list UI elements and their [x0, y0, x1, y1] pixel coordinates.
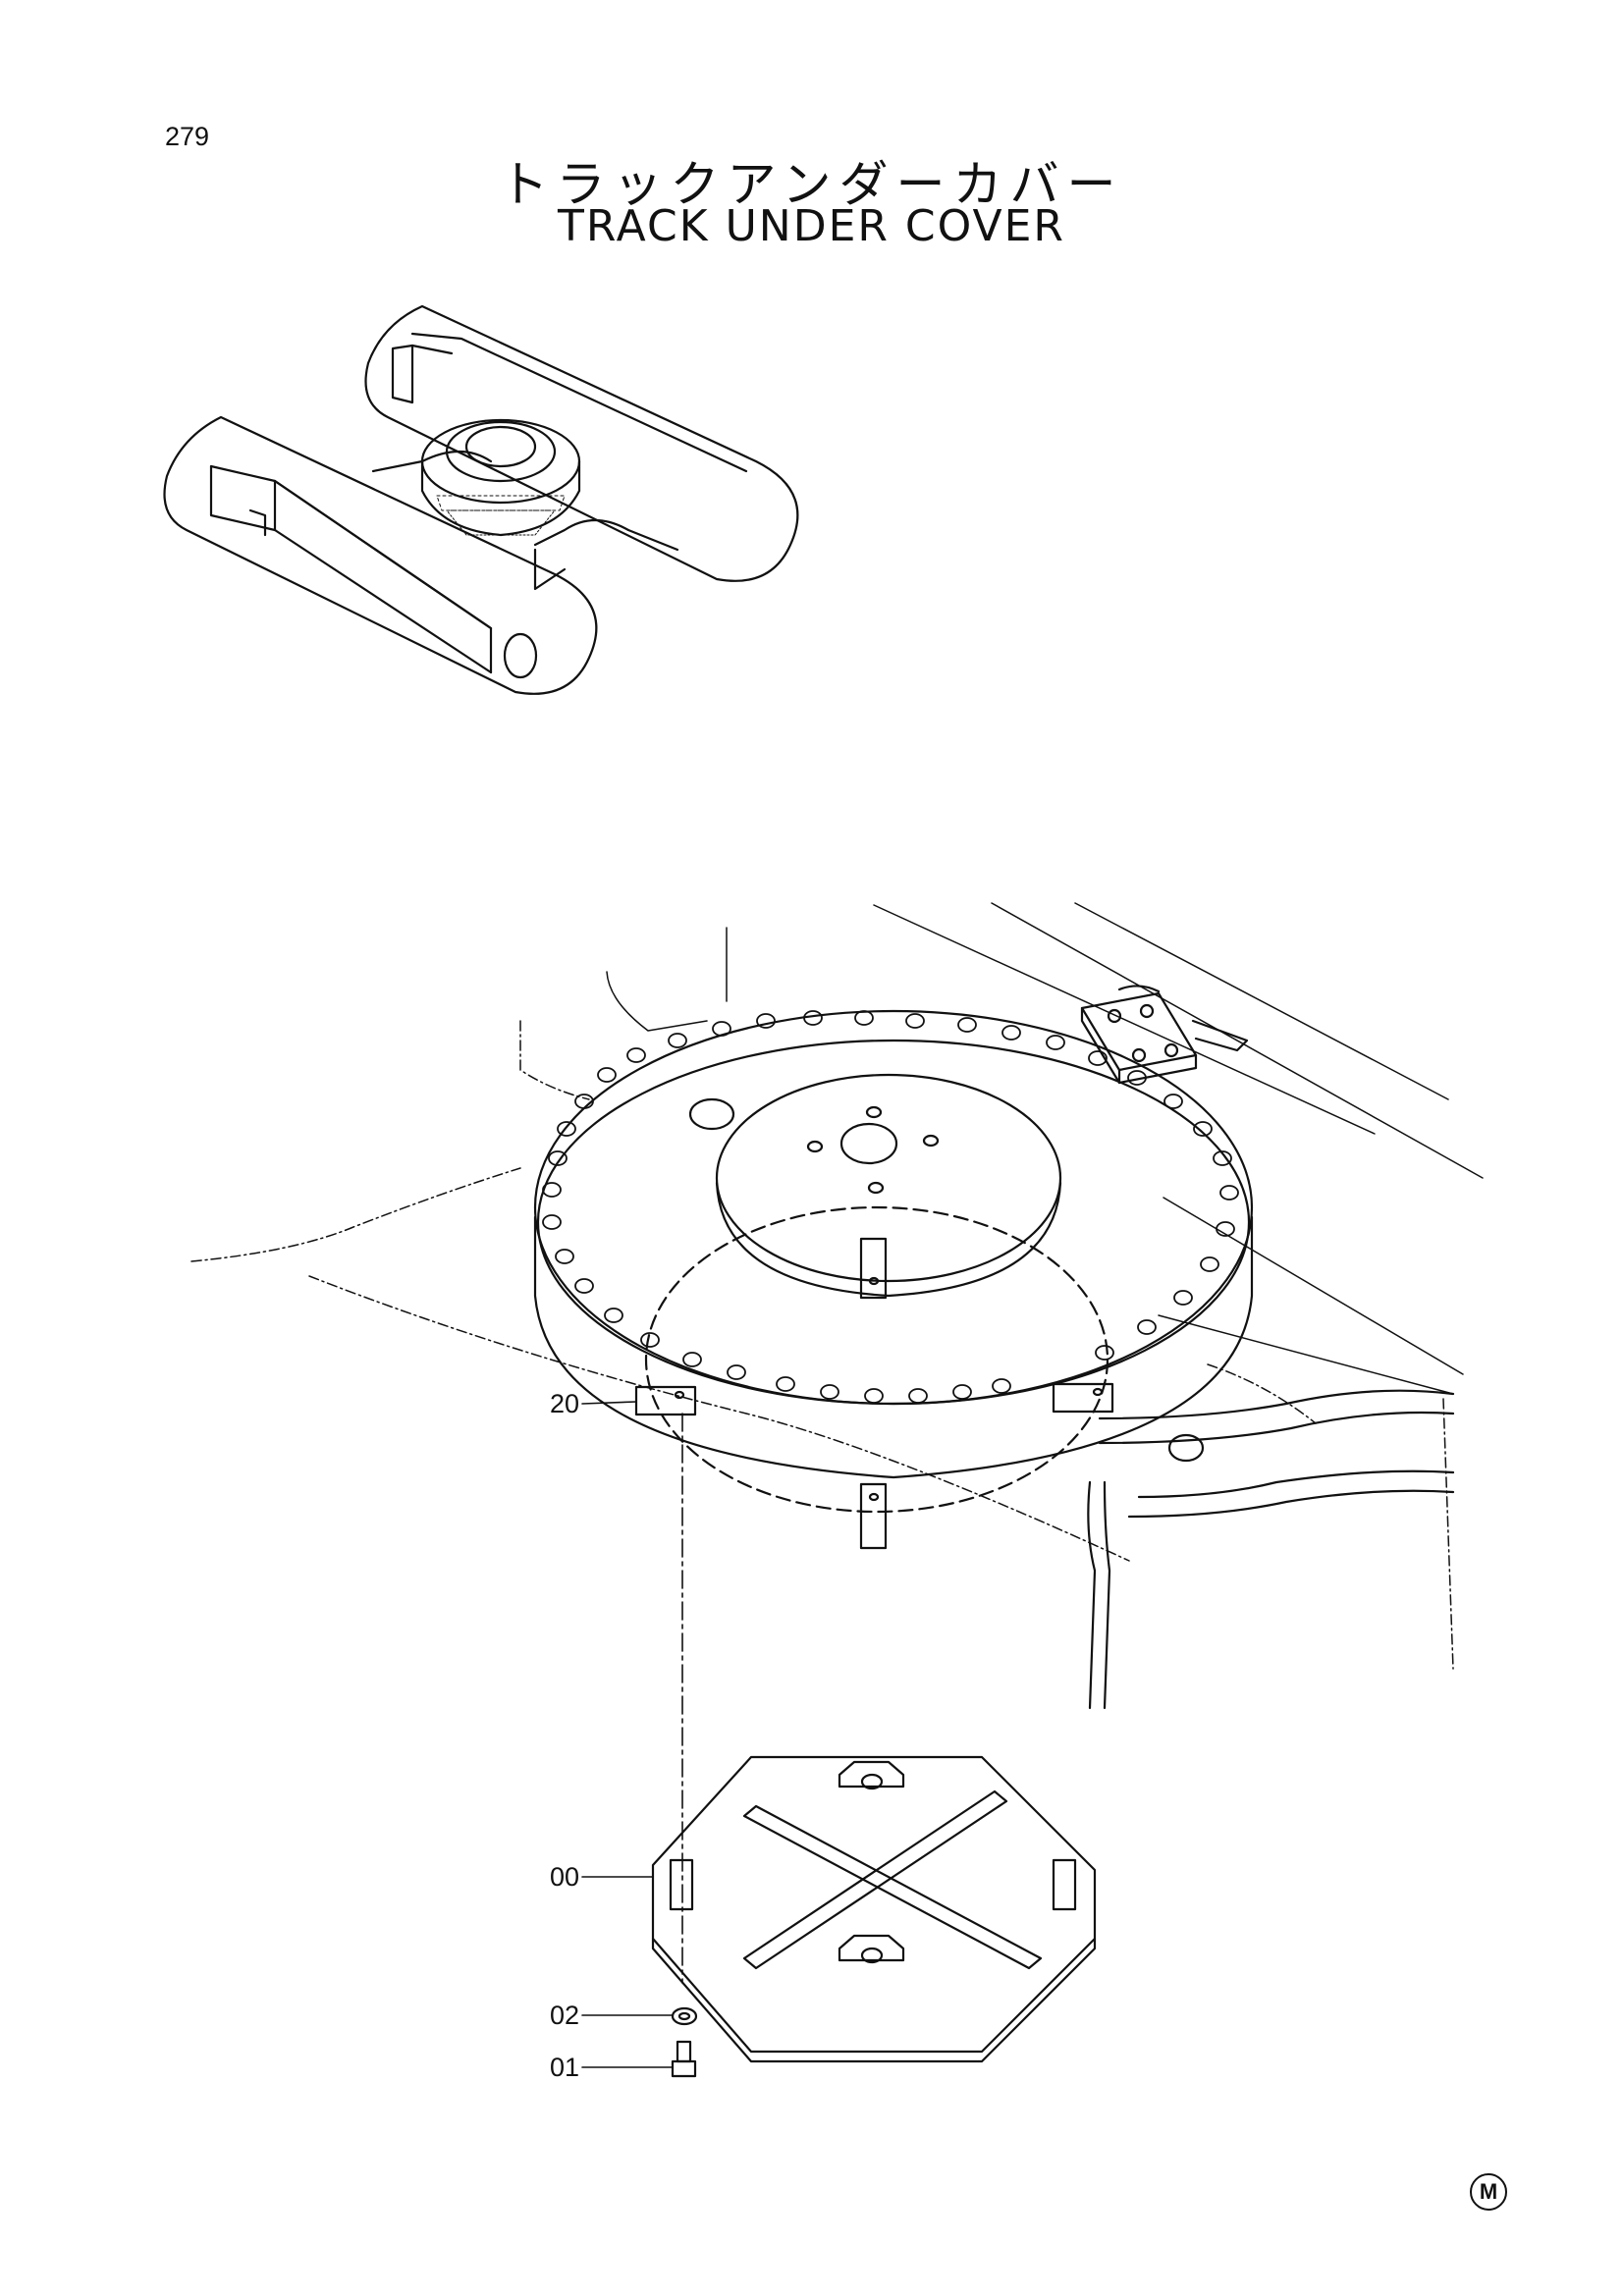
main-detail-drawing	[190, 902, 1484, 2078]
page-title-japanese: トラックアンダーカバー	[499, 156, 1124, 213]
callout-label: 20	[550, 1389, 580, 1418]
undercarriage-overview	[163, 304, 799, 695]
callout-label: 00	[550, 1862, 580, 1892]
circled-m-mark: M	[1470, 2173, 1507, 2211]
page-title-english: TRACK UNDER COVER	[558, 201, 1065, 251]
callout-label: 02	[550, 2001, 580, 2030]
callout-label: 01	[550, 2053, 580, 2082]
page-number: 279	[165, 122, 210, 151]
